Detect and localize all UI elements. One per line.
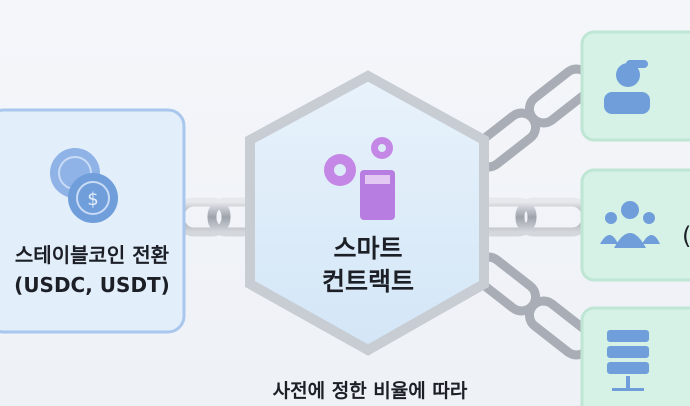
- caption: 사전에 정한 비율에 따라: [272, 380, 468, 402]
- target-box-group: [580, 168, 690, 282]
- source-label-line1: 스테이블코인 전환: [14, 243, 170, 267]
- contract-label: 스마트 컨트랙트: [268, 232, 468, 298]
- source-label-line2: (USDC, USDT): [14, 273, 170, 297]
- chain-right-middle: [471, 197, 591, 237]
- contract-label-line2: 컨트랙트: [321, 267, 414, 296]
- contract-label-line1: 스마트: [333, 234, 403, 263]
- target-box-server: [580, 306, 690, 406]
- gears-calculator-icon: [324, 137, 395, 220]
- group-icon: [600, 201, 660, 248]
- artist-icon: [604, 60, 650, 114]
- coins-icon: $: [50, 148, 118, 223]
- svg-text:$: $: [87, 189, 98, 210]
- target-box-artist: [580, 30, 690, 142]
- source-label: 스테이블코인 전환 (USDC, USDT): [0, 240, 184, 300]
- server-icon: [607, 330, 649, 391]
- partial-text: (: [682, 222, 690, 250]
